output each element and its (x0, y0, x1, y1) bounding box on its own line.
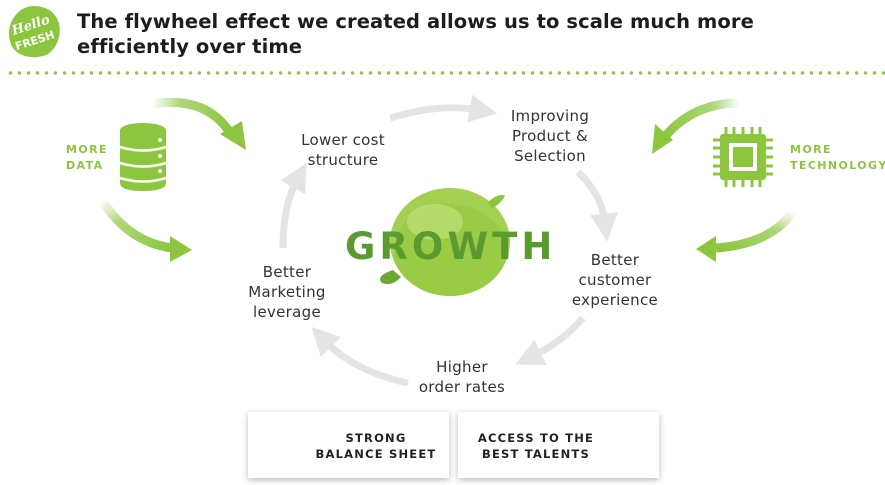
lime-icon (380, 188, 510, 296)
cycle-arrow-top (388, 94, 498, 123)
page-title: The flywheel effect we created allows us… (77, 10, 754, 58)
cycle-arrow-left (279, 162, 307, 249)
cycle-arrow-right-lower (515, 315, 586, 365)
green-arrow-right-bottom (715, 209, 797, 253)
card-label-strong-balance-sheet: STRONG BALANCE SHEET (315, 431, 437, 461)
green-arrow-right-top (660, 98, 741, 141)
card-label-access-best-talents: ACCESS TO THE BEST TALENTS (477, 431, 595, 461)
node-better-marketing-leverage: Better Marketing leverage (248, 263, 326, 321)
cycle-arrow-bottom-left (311, 326, 409, 387)
node-higher-order-rates: Higher order rates (418, 358, 506, 396)
node-better-customer-experience: Better customer experience (571, 251, 659, 309)
database-icon (119, 123, 167, 191)
green-arrow-left-bottom (98, 197, 173, 253)
node-improving-product-selection: Improving Product & Selection (510, 107, 590, 165)
chip-icon (713, 127, 773, 187)
cycle-arrow-right-upper (575, 169, 618, 242)
side-label-more-technology: MORE TECHNOLOGY (790, 143, 885, 172)
card-strong-balance-sheet (248, 412, 449, 478)
side-label-more-data: MORE DATA (66, 143, 108, 172)
dotted-divider (6, 71, 885, 75)
growth-label: GROWTH (345, 225, 557, 268)
hellofresh-logo: Hello FRESH (9, 6, 60, 58)
green-arrow-left-top (151, 97, 236, 139)
card-access-best-talents (458, 412, 659, 478)
node-lower-cost-structure: Lower cost structure (301, 131, 385, 169)
